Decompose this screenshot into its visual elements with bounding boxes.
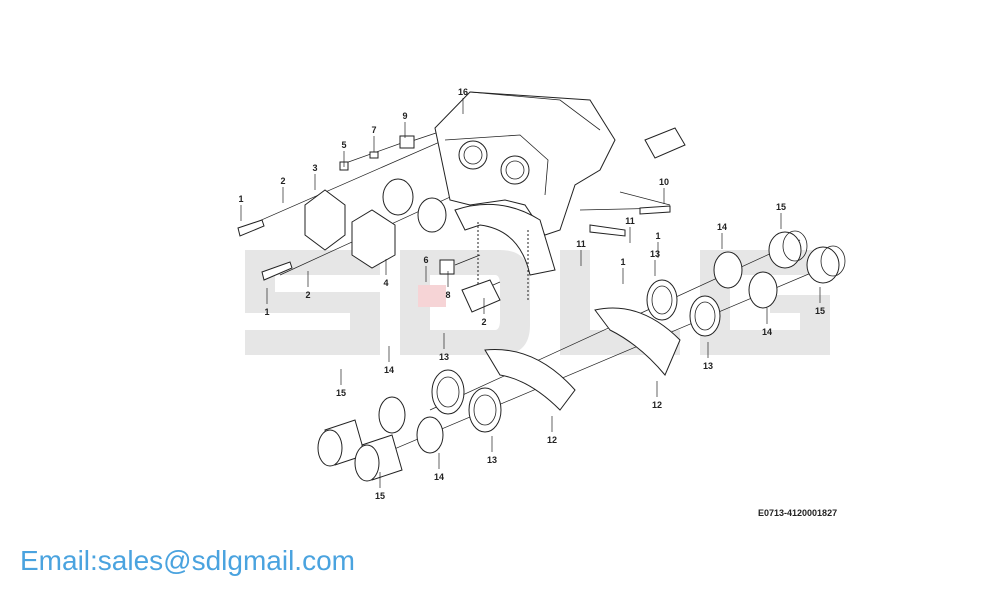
callout-label: 15 — [776, 202, 786, 212]
nipple — [369, 151, 379, 159]
callout-label: 13 — [703, 361, 713, 371]
callout-label: 15 — [815, 306, 825, 316]
callout-label: 13 — [439, 352, 449, 362]
callout-label: 3 — [312, 163, 317, 173]
callout-label: 2 — [305, 290, 310, 300]
callout-label: 13 — [650, 249, 660, 259]
callout-label: 12 — [547, 435, 557, 445]
drawing-code: E0713-4120001827 — [758, 508, 837, 518]
brake-pad — [484, 349, 576, 411]
callout-label: 1 — [655, 231, 660, 241]
bleed-valve — [399, 135, 415, 149]
guide-pin — [644, 127, 686, 159]
callout-label: 15 — [375, 491, 385, 501]
callout-label: 13 — [487, 455, 497, 465]
callout-label: 2 — [481, 317, 486, 327]
caliper-housing — [434, 91, 616, 300]
callout-label: 10 — [659, 177, 669, 187]
callout-label: 1 — [264, 307, 269, 317]
plug — [439, 259, 455, 275]
callout-label: 16 — [458, 87, 468, 97]
callout-label: 14 — [384, 365, 394, 375]
callout-label: 14 — [762, 327, 772, 337]
callout-label: 5 — [341, 140, 346, 150]
bolt — [639, 205, 671, 215]
bolt — [261, 261, 293, 281]
bolt — [237, 219, 265, 237]
callout-label: 11 — [625, 216, 635, 226]
email-watermark: Email:sales@sdlgmail.com — [20, 545, 355, 576]
callout-label: 11 — [576, 239, 586, 249]
bolt — [589, 224, 626, 237]
guide-pin — [461, 279, 501, 313]
callout-label: 8 — [445, 290, 450, 300]
callout-label: 2 — [280, 176, 285, 186]
cover-plate — [304, 189, 346, 251]
o-ring — [382, 178, 414, 216]
callout-label: 9 — [402, 111, 407, 121]
callout-labels: 1697532164821210111111131415141513121314… — [238, 87, 825, 501]
callout-label: 6 — [423, 255, 428, 265]
callout-label: 12 — [652, 400, 662, 410]
brake-pad — [594, 307, 681, 376]
o-ring — [417, 197, 447, 233]
callout-label: 7 — [371, 125, 376, 135]
callout-label: 14 — [717, 222, 727, 232]
callout-label: 1 — [620, 257, 625, 267]
cover-plate — [351, 209, 396, 269]
callout-label: 1 — [238, 194, 243, 204]
callout-label: 4 — [383, 278, 388, 288]
callout-label: 14 — [434, 472, 444, 482]
seal-ring-set — [317, 230, 846, 482]
callout-label: 15 — [336, 388, 346, 398]
